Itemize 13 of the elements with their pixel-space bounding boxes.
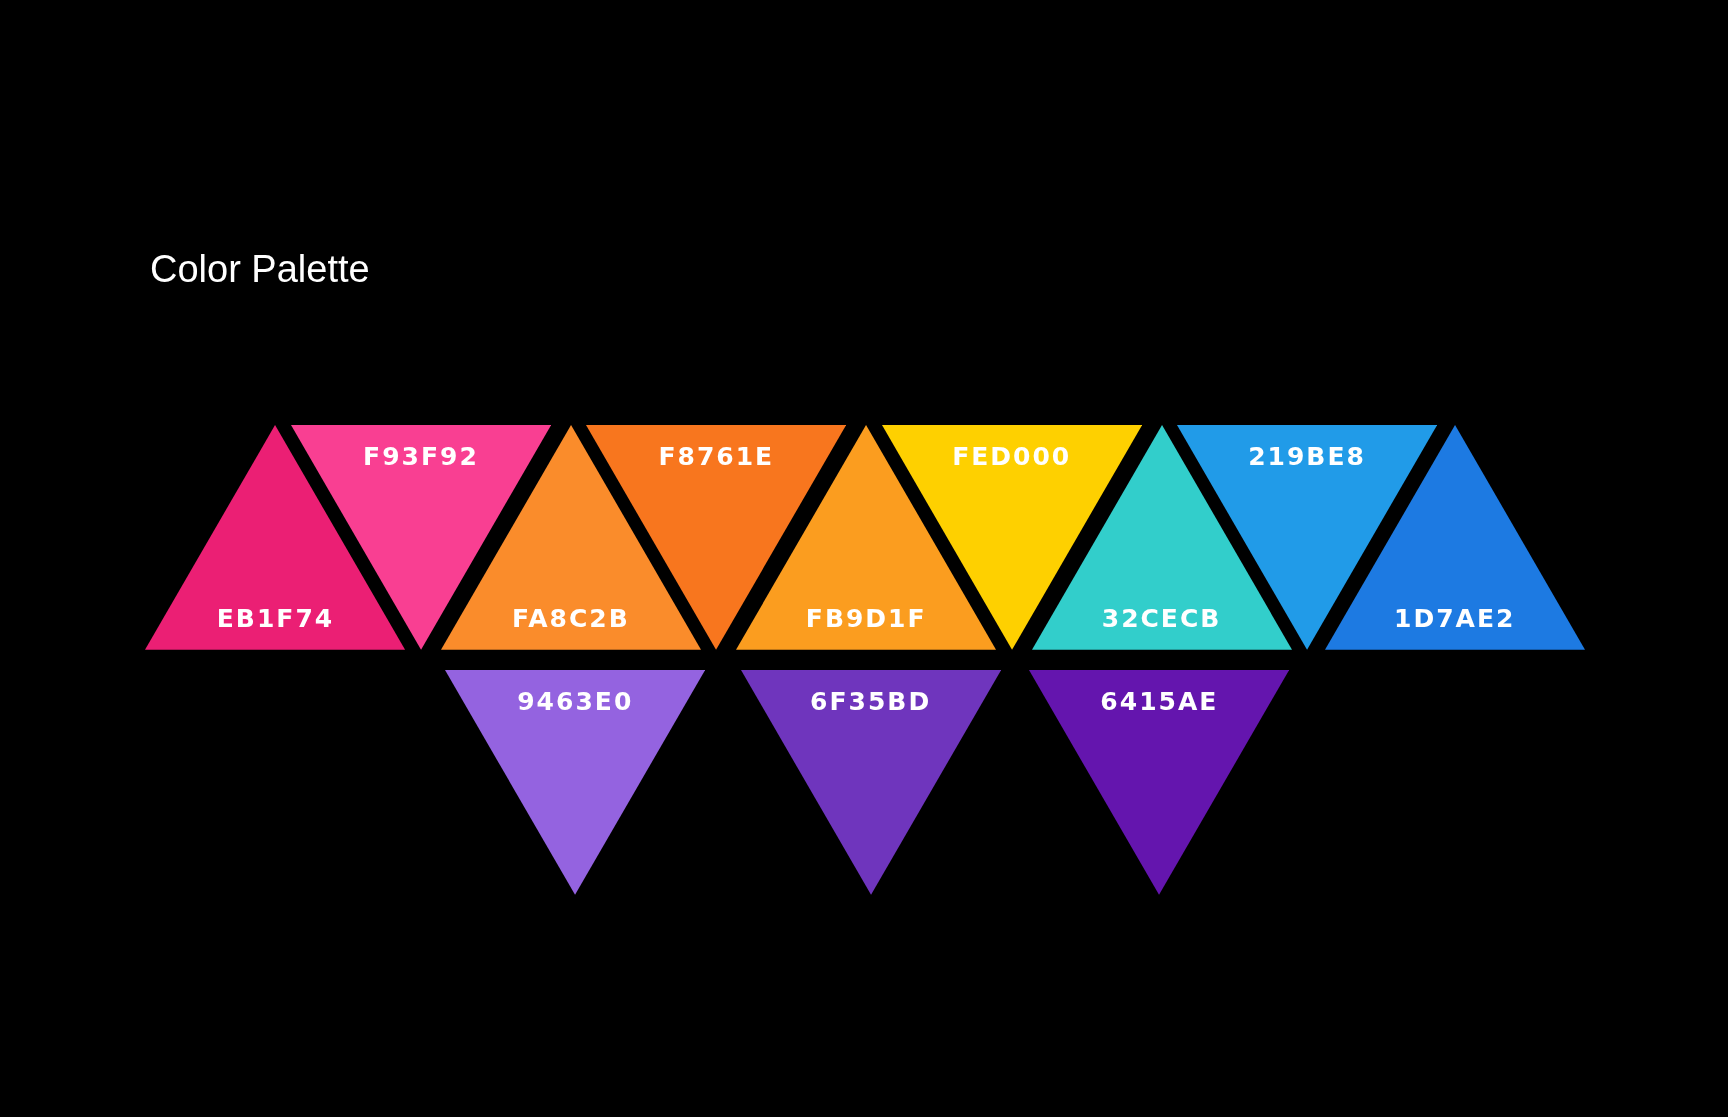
- title: Color Palette: [150, 248, 370, 291]
- hex-code: FA8C2B: [511, 604, 630, 635]
- hex-code: FB9D1F: [805, 604, 927, 635]
- hex-code: FED000: [952, 442, 1072, 473]
- hex-code: EB1F74: [216, 604, 335, 635]
- hex-code: 6415AE: [1100, 687, 1219, 718]
- hex-code: F8761E: [658, 442, 775, 473]
- hex-code: F93F92: [363, 442, 479, 473]
- hex-code: 6F35BD: [810, 687, 932, 718]
- hex-code: 1D7AE2: [1394, 604, 1516, 635]
- hex-code: 32CECB: [1101, 604, 1222, 635]
- hex-code: 9463E0: [517, 687, 634, 718]
- hex-code: 219BE8: [1248, 442, 1366, 473]
